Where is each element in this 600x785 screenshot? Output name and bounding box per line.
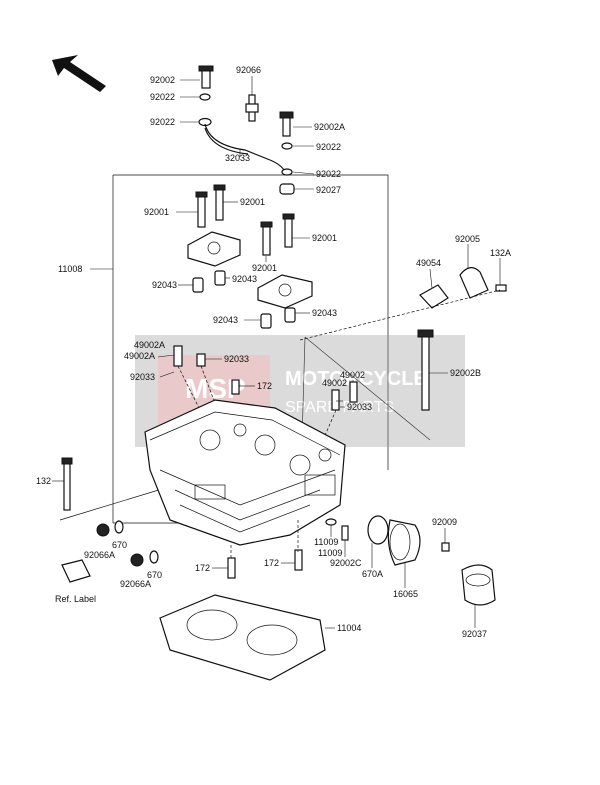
label-92022: 92022 bbox=[316, 142, 341, 152]
label-670: 670 bbox=[112, 540, 127, 550]
label-92002a: 92002A bbox=[314, 122, 345, 132]
label-132: 132 bbox=[36, 476, 51, 486]
label-92066a: 92066A bbox=[84, 550, 115, 560]
svg-text:SPARE PARTS: SPARE PARTS bbox=[285, 399, 394, 416]
label-172: 172 bbox=[257, 381, 272, 391]
valve-guides bbox=[173, 345, 358, 471]
label-172: 172 bbox=[264, 558, 279, 568]
label-92027: 92027 bbox=[316, 185, 341, 195]
label-11004: 11004 bbox=[337, 623, 361, 633]
label-49002a: 49002A bbox=[124, 351, 155, 361]
front-arrow-icon bbox=[52, 55, 106, 92]
label-92002b: 92002B bbox=[450, 368, 481, 378]
label-670a: 670A bbox=[362, 569, 383, 579]
watermark: MSP MOTORCYCLE SPARE PARTS bbox=[135, 335, 465, 447]
label-49002: 49002 bbox=[340, 370, 365, 380]
label-132a: 132A bbox=[490, 248, 511, 258]
label-92033: 92033 bbox=[224, 354, 249, 364]
label-49002a: 49002A bbox=[134, 340, 165, 350]
label-32033: 32033 bbox=[225, 153, 250, 163]
label-92066: 92066 bbox=[236, 65, 261, 75]
lower-dowels bbox=[227, 520, 303, 579]
label-49054: 49054 bbox=[416, 258, 441, 268]
label-11009: 11009 bbox=[314, 537, 338, 547]
cylinder-head bbox=[144, 399, 346, 546]
label-92002c: 92002C bbox=[330, 558, 362, 568]
label-92022: 92022 bbox=[150, 92, 175, 102]
camshaft-caps bbox=[187, 231, 313, 309]
intake-parts bbox=[325, 515, 496, 606]
part-labels: 92002 92022 92022 92066 92002A 32033 920… bbox=[36, 65, 511, 639]
label-49002: 49002 bbox=[322, 378, 347, 388]
label-92066a: 92066A bbox=[120, 579, 151, 589]
label-92001: 92001 bbox=[144, 207, 169, 217]
label-92043: 92043 bbox=[232, 274, 257, 284]
label-92033: 92033 bbox=[130, 372, 155, 382]
label-92037: 92037 bbox=[462, 629, 487, 639]
label-92005: 92005 bbox=[455, 234, 480, 244]
label-92002: 92002 bbox=[150, 75, 175, 85]
label-16065: 16065 bbox=[393, 589, 418, 599]
tensioner-parts bbox=[299, 267, 507, 411]
cap-bolts bbox=[195, 184, 295, 256]
svg-text:MOTORCYCLE: MOTORCYCLE bbox=[285, 368, 427, 390]
label-92043: 92043 bbox=[213, 315, 238, 325]
head-gasket bbox=[159, 594, 326, 681]
label-172: 172 bbox=[195, 563, 210, 573]
label-11009: 11009 bbox=[318, 548, 342, 558]
label-92001: 92001 bbox=[252, 263, 277, 273]
label-92022: 92022 bbox=[316, 169, 341, 179]
label-92022: 92022 bbox=[150, 117, 175, 127]
label-92009: 92009 bbox=[432, 517, 457, 527]
label-670: 670 bbox=[147, 570, 162, 580]
leader-lines bbox=[52, 76, 501, 629]
label-11008: 11008 bbox=[58, 264, 82, 274]
label-92043: 92043 bbox=[152, 280, 177, 290]
plugs-and-washers bbox=[61, 520, 159, 583]
label-92043: 92043 bbox=[312, 308, 337, 318]
label-92001: 92001 bbox=[312, 233, 337, 243]
oil-pipe-assembly bbox=[198, 65, 295, 195]
side-bolt bbox=[61, 457, 73, 511]
label-92001: 92001 bbox=[240, 197, 265, 207]
label-92033: 92033 bbox=[347, 402, 372, 412]
dowel-pins bbox=[192, 270, 296, 329]
ref-label: Ref. Label bbox=[55, 594, 96, 604]
assembly-box bbox=[113, 174, 389, 470]
